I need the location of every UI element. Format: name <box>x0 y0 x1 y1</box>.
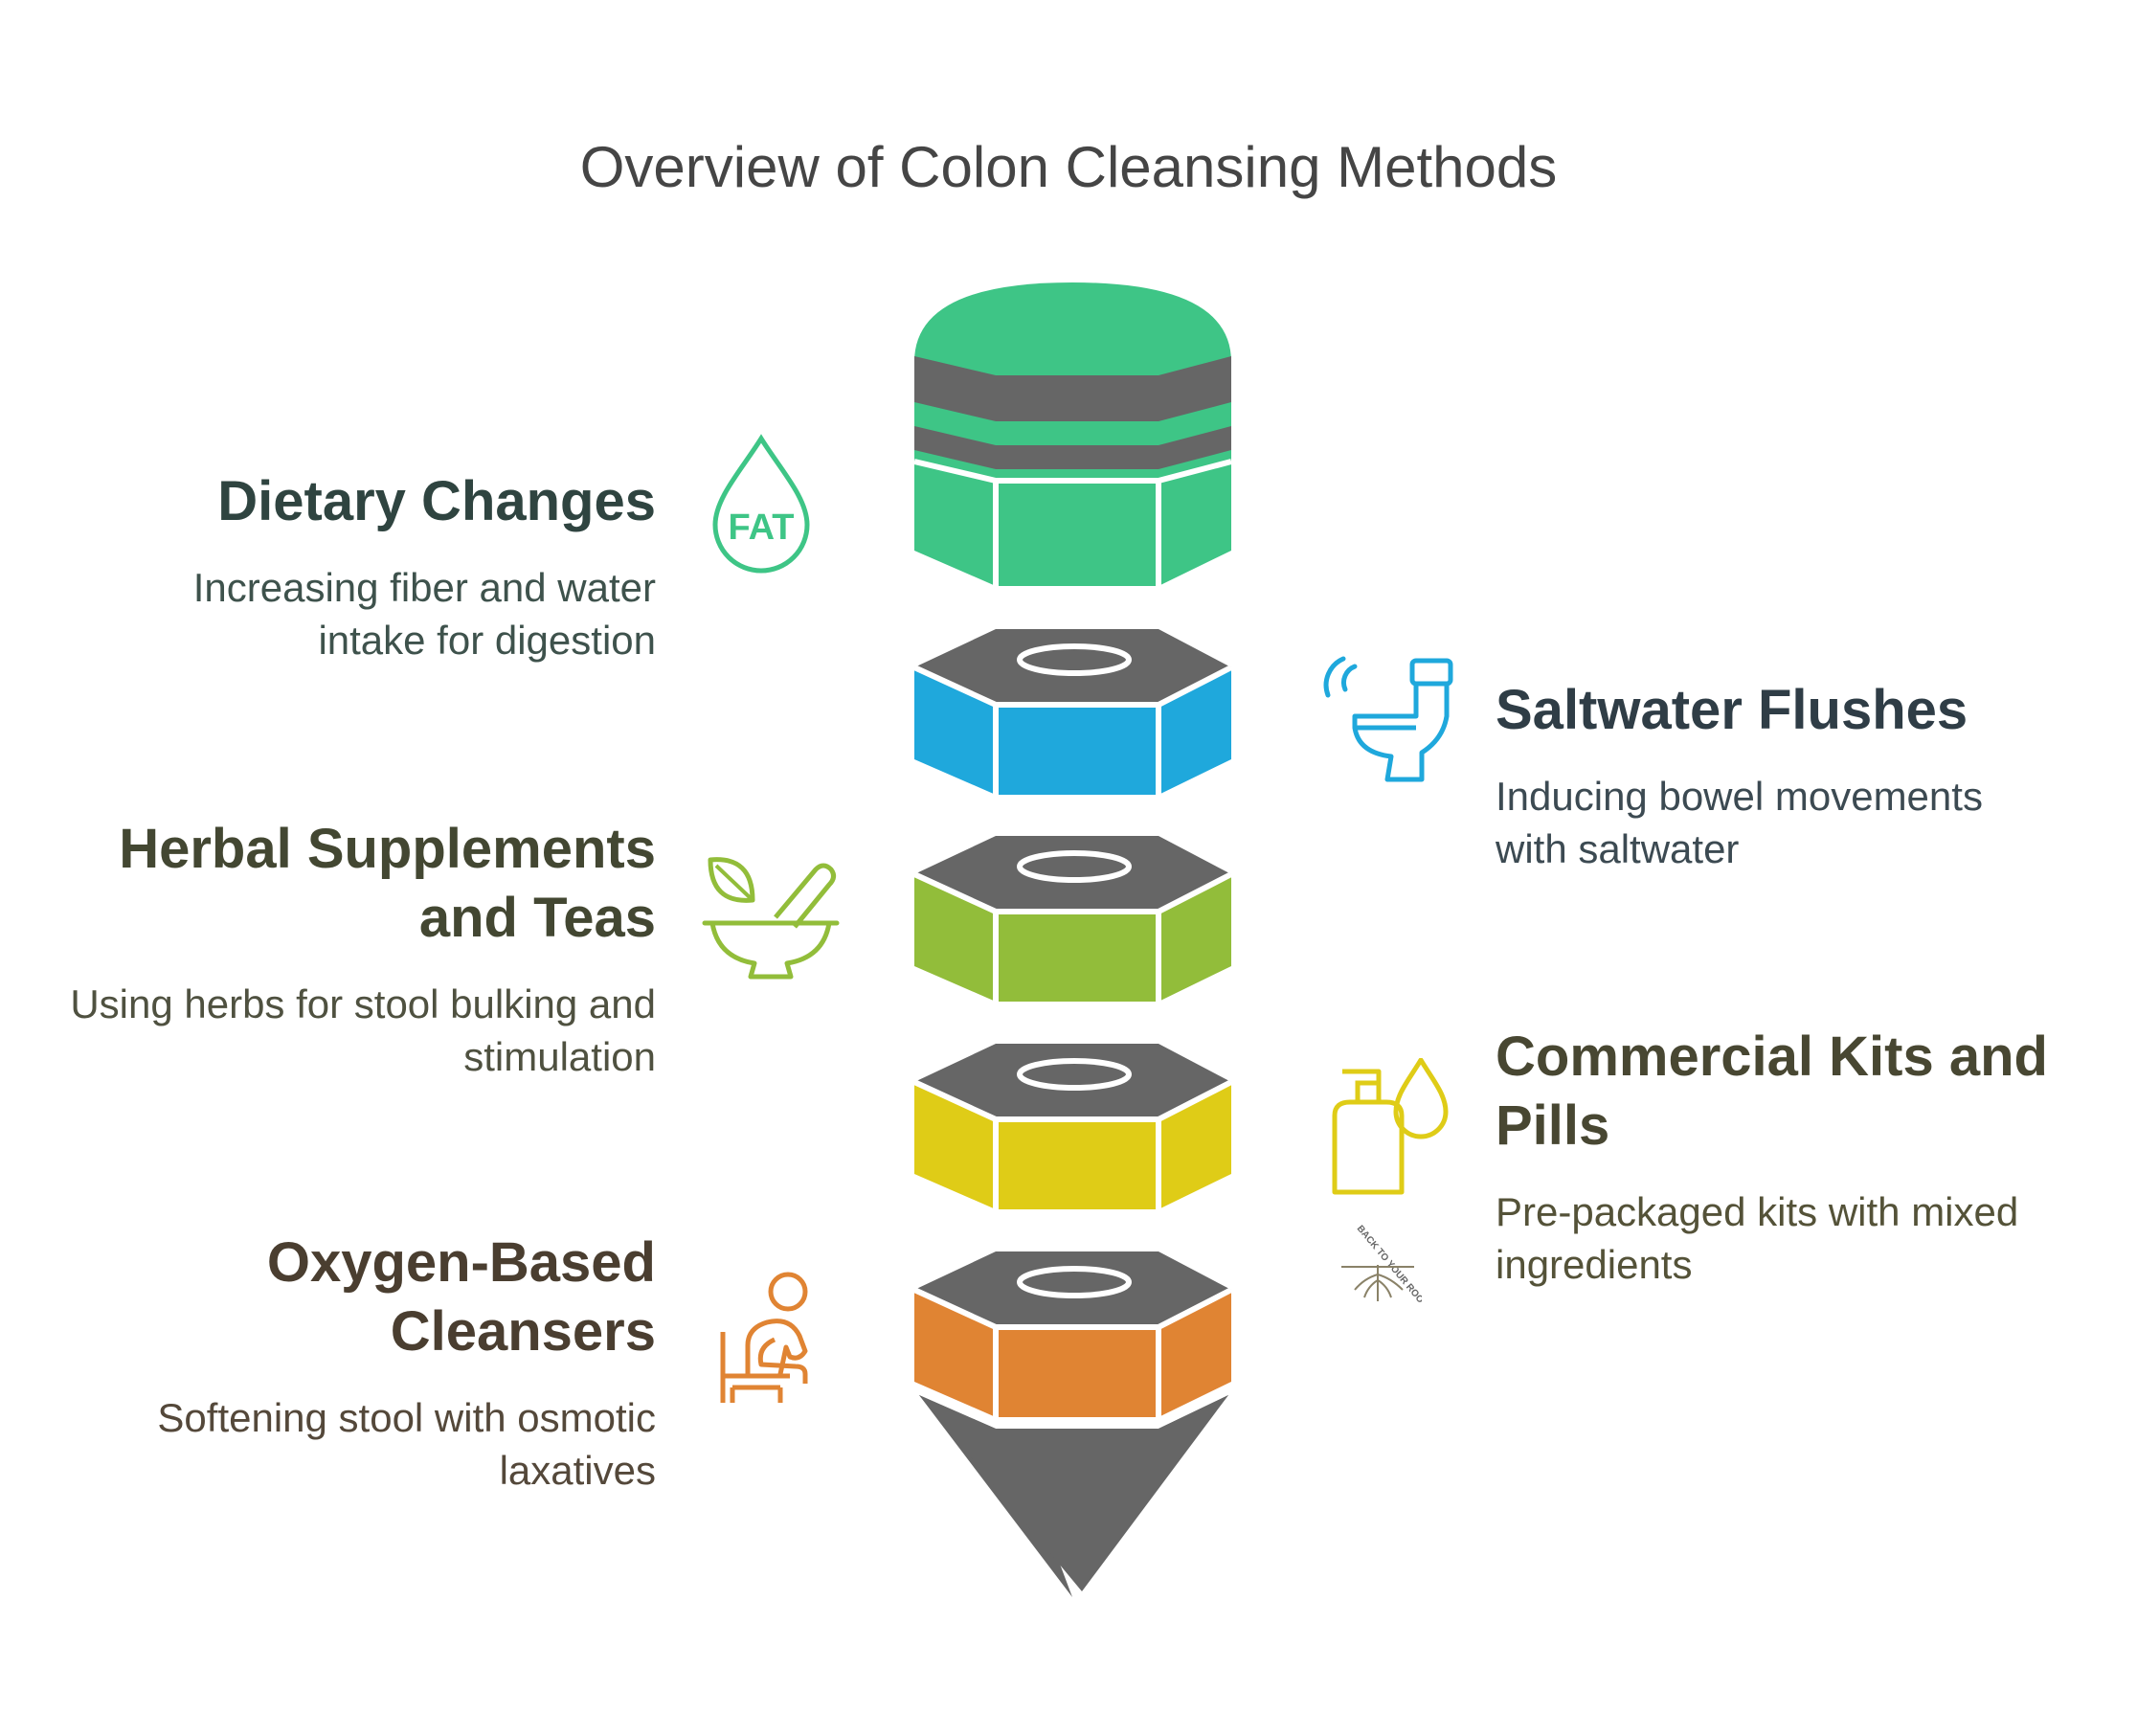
segment-herbal <box>912 836 1233 1002</box>
method-oxygen-desc: Softening stool with osmotic laxatives <box>157 1395 656 1493</box>
segment-saltwater-hole <box>1017 643 1132 676</box>
soap-bottle-drop-icon <box>1332 1058 1449 1195</box>
method-saltwater: Saltwater Flushes Inducing bowel movemen… <box>1496 676 2070 875</box>
segment-saltwater <box>912 629 1233 795</box>
segment-oxygen-top <box>914 1251 1231 1327</box>
method-commercial-desc: Pre-packaged kits with mixed ingredients <box>1496 1189 2019 1287</box>
method-oxygen: Oxygen-Based Cleansers Softening stool w… <box>57 1229 656 1497</box>
fat-drop-icon: FAT <box>712 434 810 574</box>
segment-dietary <box>913 282 1232 586</box>
segment-commercial-top <box>914 1044 1231 1119</box>
method-dietary: Dietary Changes Increasing fiber and wat… <box>57 467 656 666</box>
fat-label: FAT <box>729 507 795 548</box>
mortar-pestle-leaf-icon <box>702 857 840 980</box>
person-toilet-icon <box>720 1272 808 1403</box>
segment-dietary-band-2 <box>914 426 1231 469</box>
segment-herbal-top <box>914 836 1231 912</box>
method-commercial: Commercial Kits and Pills Pre-packaged k… <box>1496 1023 2080 1291</box>
segment-oxygen-hole <box>1017 1266 1132 1298</box>
method-herbal: Herbal Supplements and Teas Using herbs … <box>57 815 656 1083</box>
method-commercial-title: Commercial Kits and Pills <box>1496 1026 2048 1157</box>
method-oxygen-title: Oxygen-Based Cleansers <box>266 1231 656 1363</box>
method-dietary-desc: Increasing fiber and water intake for di… <box>192 565 656 663</box>
method-saltwater-desc: Inducing bowel movements with saltwater <box>1496 774 1983 871</box>
toilet-icon <box>1323 656 1453 782</box>
segment-commercial <box>912 1044 1233 1209</box>
segment-dietary-band <box>914 356 1231 421</box>
page-title: Overview of Colon Cleansing Methods <box>579 135 1558 199</box>
method-herbal-title: Herbal Supplements and Teas <box>119 818 656 949</box>
segment-oxygen <box>912 1251 1233 1417</box>
method-herbal-desc: Using herbs for stool bulking and stimul… <box>70 981 656 1079</box>
roots-logo: BACK TO YOUR ROOTS <box>1341 1224 1422 1302</box>
segment-commercial-hole <box>1017 1058 1132 1091</box>
segment-herbal-hole <box>1017 850 1132 883</box>
method-dietary-title: Dietary Changes <box>217 470 656 532</box>
method-saltwater-title: Saltwater Flushes <box>1496 679 1968 741</box>
segment-saltwater-top <box>914 629 1231 705</box>
